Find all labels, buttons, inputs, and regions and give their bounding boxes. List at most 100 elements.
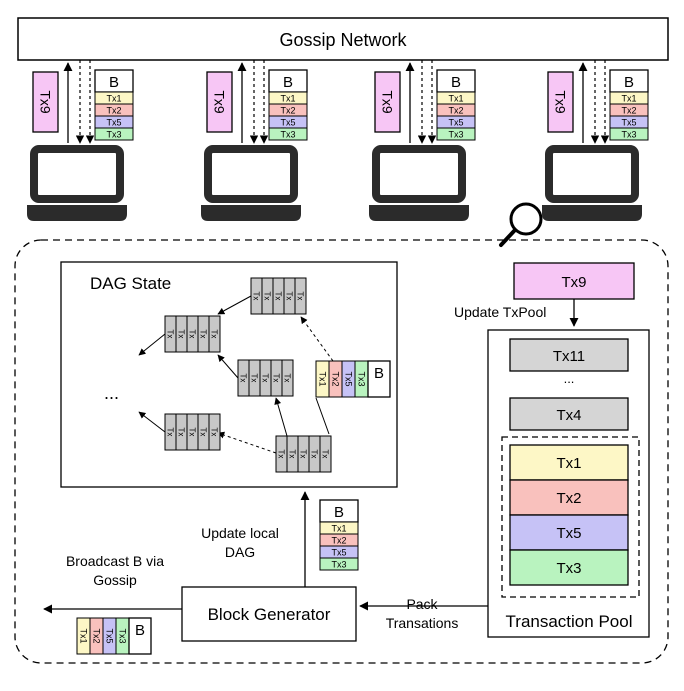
block-header: B xyxy=(135,622,145,639)
selected-tx-label: Tx5 xyxy=(556,525,581,542)
network-nodes: Tx9BTx1Tx2Tx5Tx3Tx9BTx1Tx2Tx5Tx3Tx9BTx1T… xyxy=(27,60,649,221)
tx9-label: Tx9 xyxy=(212,90,228,114)
magnifier-icon xyxy=(499,202,543,247)
block-header: B xyxy=(374,365,384,382)
gossip-network-label: Gossip Network xyxy=(279,30,407,50)
update-txpool-label: Update TxPool xyxy=(454,304,546,320)
block-tx-label: Tx1 xyxy=(79,628,89,643)
broadcast-label-2: Gossip xyxy=(93,572,137,588)
block-tx-label: Tx1 xyxy=(621,94,636,104)
block-tx-cell xyxy=(436,127,476,141)
dag-block-tx-label: Tx xyxy=(274,292,283,301)
block-tx-label: Tx2 xyxy=(331,536,346,546)
laptop-icon xyxy=(201,145,301,221)
dag-edge xyxy=(217,354,239,379)
tx9-box xyxy=(32,71,59,133)
dag-state-title: DAG State xyxy=(90,274,171,293)
block-header: B xyxy=(624,74,634,91)
pack-label-1: Pack xyxy=(406,596,438,612)
block-header: B xyxy=(109,74,119,91)
transaction-pool-title: Transaction Pool xyxy=(506,612,633,631)
incoming-tx9 xyxy=(513,262,635,300)
dag-edges xyxy=(138,295,334,454)
block-generator: Block Generator Update local DAG Pack Tr… xyxy=(43,491,488,642)
selected-tx-label: Tx1 xyxy=(556,455,581,472)
selected-tx-label: Tx3 xyxy=(556,560,581,577)
dag-edge xyxy=(138,333,166,356)
block-tx-label: Tx5 xyxy=(105,628,115,643)
block-header: B xyxy=(334,504,344,521)
broadcast-label-1: Broadcast B via xyxy=(66,553,164,569)
block-tx-label: Tx5 xyxy=(280,118,295,128)
dag-block-tx-label: Tx xyxy=(272,374,281,383)
dag-edge xyxy=(274,397,288,437)
laptop-icon xyxy=(369,145,469,221)
pool-ellipsis: ... xyxy=(564,371,575,386)
dag-edge xyxy=(138,411,166,433)
dag-block-tx-label: Tx xyxy=(177,330,186,339)
dag-block-tx-label: Tx xyxy=(285,292,294,301)
queued-tx4 xyxy=(509,397,629,431)
dag-ellipsis: ... xyxy=(104,383,119,403)
block-tx-cell xyxy=(268,127,308,141)
queued-tx11 xyxy=(509,338,629,372)
block-tx-cell xyxy=(319,557,359,571)
dag-edge xyxy=(217,295,252,315)
dag-block-tx-label: Tx xyxy=(263,292,272,301)
selected-tx-row xyxy=(509,479,629,516)
block-tx-label: Tx3 xyxy=(280,130,295,140)
update-dag-label-1: Update local xyxy=(201,525,279,541)
block-generator-label: Block Generator xyxy=(208,605,331,624)
block-tx-cell xyxy=(609,127,649,141)
dag-block-tx-label: Tx xyxy=(252,292,261,301)
laptop-icon xyxy=(542,145,642,221)
dag-block-tx-label: Tx xyxy=(199,428,208,437)
tx9-box xyxy=(206,71,233,133)
block-tx-label: Tx1 xyxy=(331,524,346,534)
block-tx-label: Tx3 xyxy=(448,130,463,140)
tx9-box xyxy=(547,71,574,133)
dag-block-tx-label: Tx xyxy=(177,428,186,437)
block-generator-box xyxy=(181,586,357,642)
block-tx-label: Tx3 xyxy=(357,371,367,386)
block-tx-label: Tx5 xyxy=(106,118,121,128)
block-tx-label: Tx3 xyxy=(331,560,346,570)
dag-block-tx-label: Tx xyxy=(321,450,330,459)
block-tx-label: Tx1 xyxy=(280,94,295,104)
tx9-label: Tx9 xyxy=(553,90,569,114)
tx9-box xyxy=(374,71,401,133)
pack-label-2: Transations xyxy=(386,615,459,631)
block-tx-cell xyxy=(94,127,134,141)
dag-block-tx-label: Tx xyxy=(210,428,219,437)
dag-block-tx-label: Tx xyxy=(250,374,259,383)
block-tx-label: Tx2 xyxy=(331,371,341,386)
block-tx-label: Tx3 xyxy=(621,130,636,140)
dag-block-tx-label: Tx xyxy=(239,374,248,383)
block-header: B xyxy=(451,74,461,91)
update-dag-label-2: DAG xyxy=(225,544,255,560)
block-tx-label: Tx1 xyxy=(106,94,121,104)
dag-block-tx-label: Tx xyxy=(283,374,292,383)
incoming-tx9-label: Tx9 xyxy=(561,274,586,291)
dag-edge xyxy=(315,397,330,435)
block-tx-label: Tx5 xyxy=(344,371,354,386)
block-tx-label: Tx2 xyxy=(106,106,121,116)
dag-block-tx-label: Tx xyxy=(261,374,270,383)
dag-block-tx-label: Tx xyxy=(166,330,175,339)
block-tx-label: Tx5 xyxy=(331,548,346,558)
